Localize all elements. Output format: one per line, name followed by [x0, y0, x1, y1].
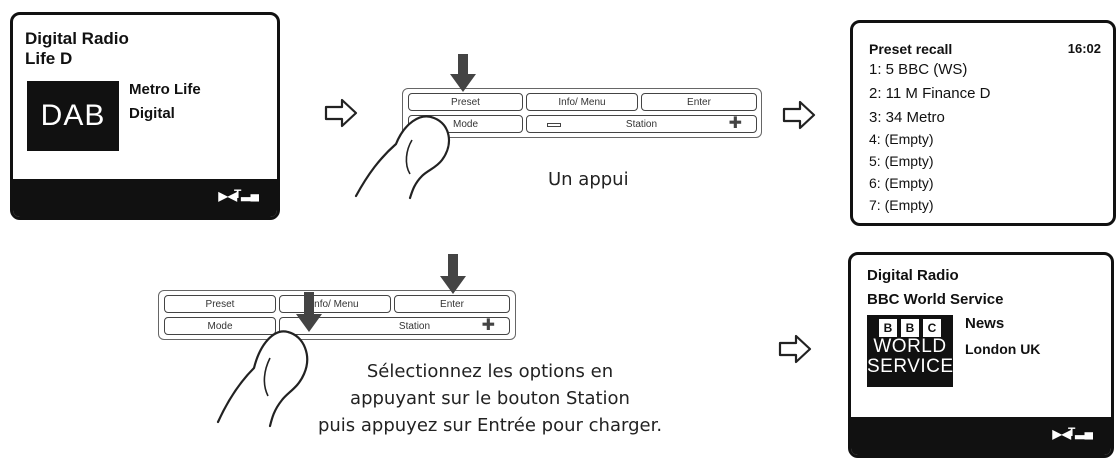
signal-icon: ▶◀ [1052, 427, 1071, 441]
preset-list-item: 5: (Empty) [869, 153, 934, 169]
logo-word: SERVICE [867, 356, 954, 377]
info-menu-button[interactable]: Info/ Menu [526, 93, 638, 111]
display-screen-preset-recall: Preset recall 16:02 1: 5 BBC (WS) 2: 11 … [850, 20, 1116, 226]
preset-list-item: 3: 34 Metro [869, 109, 945, 126]
caption-single-press: Un appui [548, 169, 629, 190]
station-button[interactable]: Station ✚ [279, 317, 510, 335]
station-label: Station [398, 320, 431, 332]
caption-line: puis appuyez sur Entrée pour charger. [317, 415, 663, 436]
screen-title-line1: Digital Radio [867, 267, 959, 284]
finger-icon [354, 115, 451, 200]
logo-letter: B [901, 319, 919, 337]
logo-letter: C [923, 319, 941, 337]
clock-time: 16:02 [1067, 41, 1101, 56]
preset-list-item: 1: 5 BBC (WS) [869, 61, 968, 78]
caption-line: appuyant sur le bouton Station [350, 388, 630, 409]
press-arrow-icon [440, 254, 466, 294]
preset-list-item: 4: (Empty) [869, 131, 934, 147]
caption-line: Sélectionnez les options en [366, 361, 614, 382]
screen-title-line2: Life D [25, 49, 73, 68]
display-screen-dab: Digital Radio Life D DAB Metro Life Digi… [10, 12, 280, 220]
plus-icon: ✚ [481, 317, 495, 334]
station-name-line1: News [965, 315, 1005, 332]
preset-recall-title: Preset recall [869, 41, 953, 57]
status-bar: ▶◀ T▂▄ [13, 179, 277, 217]
station-name-line2: London UK [965, 341, 1041, 357]
minus-icon [547, 123, 561, 127]
preset-list-item: 7: (Empty) [869, 197, 934, 213]
bbc-world-service-logo: B B C WORLD SERVICE [867, 315, 953, 387]
logo-letter: B [879, 319, 897, 337]
preset-list-item: 6: (Empty) [869, 175, 934, 191]
status-bar: ▶◀ T▂▄ [851, 417, 1111, 455]
display-screen-bbc: Digital Radio BBC World Service B B C WO… [848, 252, 1114, 458]
arrow-right-icon [324, 98, 358, 128]
preset-button[interactable]: Preset [164, 295, 276, 313]
screen-title-line2: BBC World Service [867, 291, 1004, 308]
station-button[interactable]: Station ✚ [526, 115, 757, 133]
caption-select-options: Sélectionnez les options en appuyant sur… [280, 358, 700, 439]
signal-icon: ▶◀ [218, 189, 237, 203]
finger-icon [216, 330, 309, 428]
preset-list-item: 2: 11 M Finance D [869, 85, 991, 102]
logo-word: WORLD [873, 336, 947, 357]
signal-strength-icon: T▂▄ [1067, 425, 1093, 439]
station-name-line2: Digital [129, 105, 175, 122]
signal-strength-icon: T▂▄ [233, 187, 259, 201]
press-arrow-icon [296, 292, 322, 332]
press-arrow-icon [450, 54, 476, 92]
station-name-line1: Metro Life [129, 81, 201, 98]
enter-button[interactable]: Enter [641, 93, 757, 111]
screen-title-line1: Digital Radio [25, 29, 129, 48]
dab-logo: DAB [27, 81, 119, 151]
arrow-right-icon [778, 334, 812, 364]
arrow-right-icon [782, 100, 816, 130]
preset-button[interactable]: Preset [408, 93, 523, 111]
station-label: Station [625, 118, 658, 130]
enter-button[interactable]: Enter [394, 295, 510, 313]
plus-icon: ✚ [728, 115, 742, 132]
mode-button[interactable]: Mode [164, 317, 276, 335]
